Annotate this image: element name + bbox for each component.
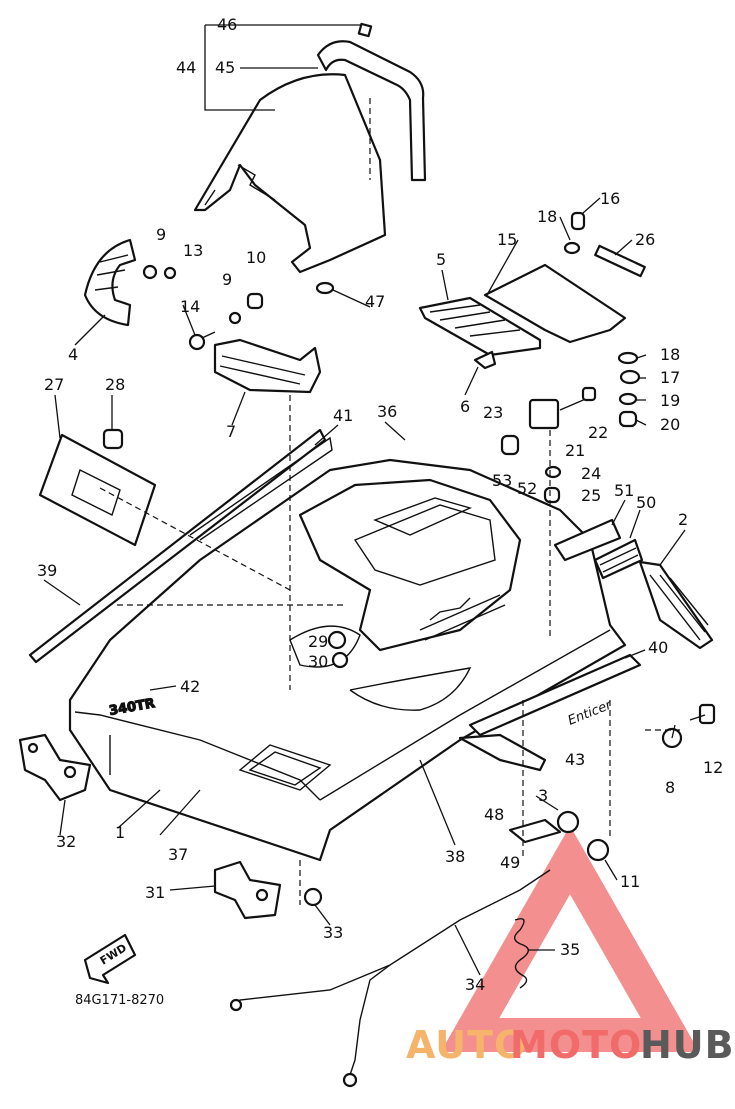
callout: 40 [648,638,668,657]
callout: 12 [703,758,723,777]
callout: 7 [226,422,236,441]
callout: 45 [215,58,235,77]
small-fasteners [142,264,335,351]
callout: 1 [115,823,125,842]
callout: 6 [460,397,470,416]
callout: 29 [308,632,328,651]
callout: 44 [176,58,196,77]
callout: 53 [492,471,512,490]
callout: 2 [678,510,688,529]
callout: 27 [44,375,64,394]
callout: 20 [660,415,680,434]
part-code: 84G171-8270 [75,993,164,1008]
callout: 47 [365,292,385,311]
windshield [193,22,427,274]
callout: 46 [217,15,237,34]
hood-main [68,458,627,862]
cable-34 [229,869,551,1088]
callout: 43 [565,750,585,769]
callout: 5 [436,250,446,269]
callout: 25 [581,486,601,505]
callout: 42 [180,677,200,696]
callout: 22 [588,423,608,442]
panel-15 [483,263,627,344]
callout: 15 [497,230,517,249]
strips [28,428,333,664]
callout: 35 [560,940,580,959]
callout: 13 [183,241,203,260]
pad-5 [418,296,542,357]
callout: 3 [538,786,548,805]
callout: 31 [145,883,165,902]
callout: 17 [660,368,680,387]
side-fasteners [508,703,716,862]
hinges [18,733,323,920]
callout: 9 [222,270,232,289]
watermark-auto: AUTO [406,1023,527,1067]
callout: 50 [636,493,656,512]
watermark-text: AUTO MOTO HUB [406,1023,735,1067]
watermark-moto: MOTO [510,1023,642,1067]
callout: 18 [537,207,557,226]
callout: 48 [484,805,504,824]
watermark-logo [440,825,700,1052]
bracket-44 [204,25,275,111]
callout: 10 [246,248,266,267]
callout: 34 [465,975,485,994]
vent-left-4 [83,238,137,327]
right-hardware [473,211,646,540]
callout-labels: 46 44 45 9 13 9 10 14 47 4 7 16 18 26 15… [37,15,723,994]
callout: 18 [660,345,680,364]
callout: 19 [660,391,680,410]
callout: 24 [581,464,601,483]
fwd-arrow-icon: FWD [83,933,137,985]
callout: 49 [500,853,520,872]
callout: 52 [517,479,537,498]
callout: 28 [105,375,125,394]
trim-side [458,518,714,772]
callout: 37 [168,845,188,864]
callout: 23 [483,403,503,422]
callout: 39 [37,561,57,580]
callout: 9 [156,225,166,244]
callout: 4 [68,345,78,364]
leader-lines [43,197,686,976]
callout: 32 [56,832,76,851]
callout: 36 [377,402,397,421]
callout: 33 [323,923,343,942]
decal-text: Enticer [566,697,615,729]
assembly-lines [99,98,680,905]
vent-center-7 [213,338,322,394]
callout: 30 [308,652,328,671]
callout: 8 [665,778,675,797]
callout: 41 [333,406,353,425]
callout: 38 [445,847,465,866]
callout: 11 [620,872,640,891]
callout: 16 [600,189,620,208]
panel-27 [38,428,157,547]
callout: 51 [614,481,634,500]
watermark-hub: HUB [640,1023,735,1067]
callout: 21 [565,441,585,460]
callout: 26 [635,230,655,249]
